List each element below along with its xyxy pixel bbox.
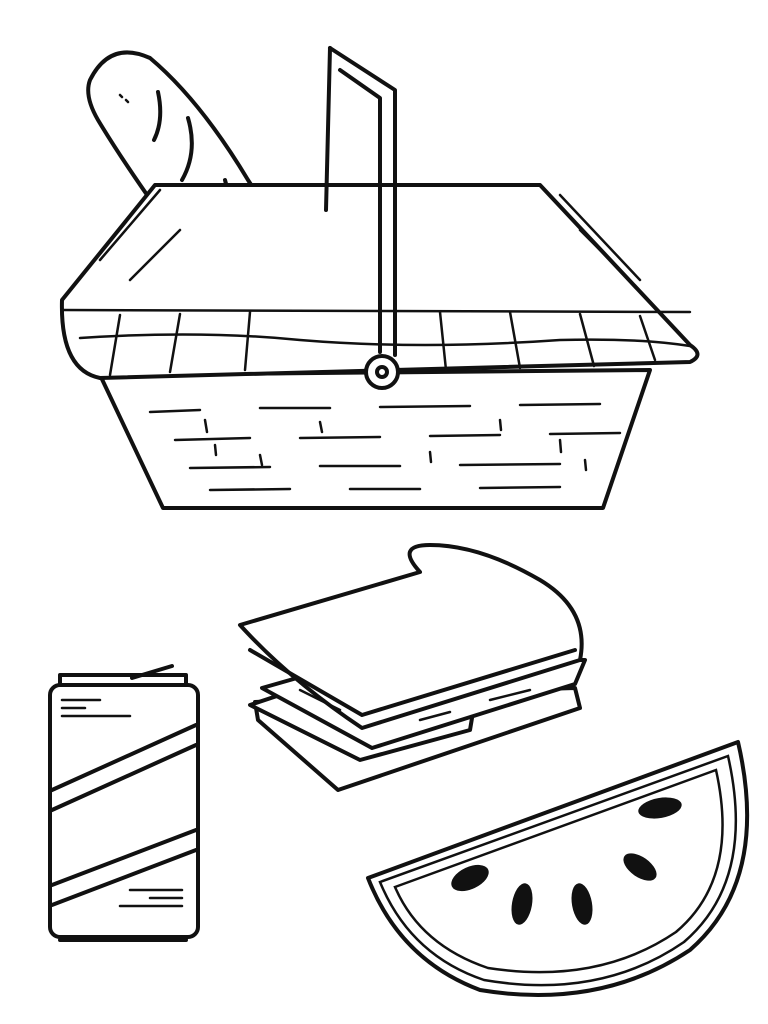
- basket-weave: [148, 402, 622, 492]
- sandwich: [238, 543, 587, 792]
- can-highlight-lines: [60, 698, 184, 908]
- watermelon-seeds: [451, 797, 682, 925]
- basket-handle: [324, 46, 400, 390]
- watermelon-slice: [366, 740, 750, 997]
- picnic-basket: [59, 46, 700, 510]
- soda-can: [48, 664, 200, 942]
